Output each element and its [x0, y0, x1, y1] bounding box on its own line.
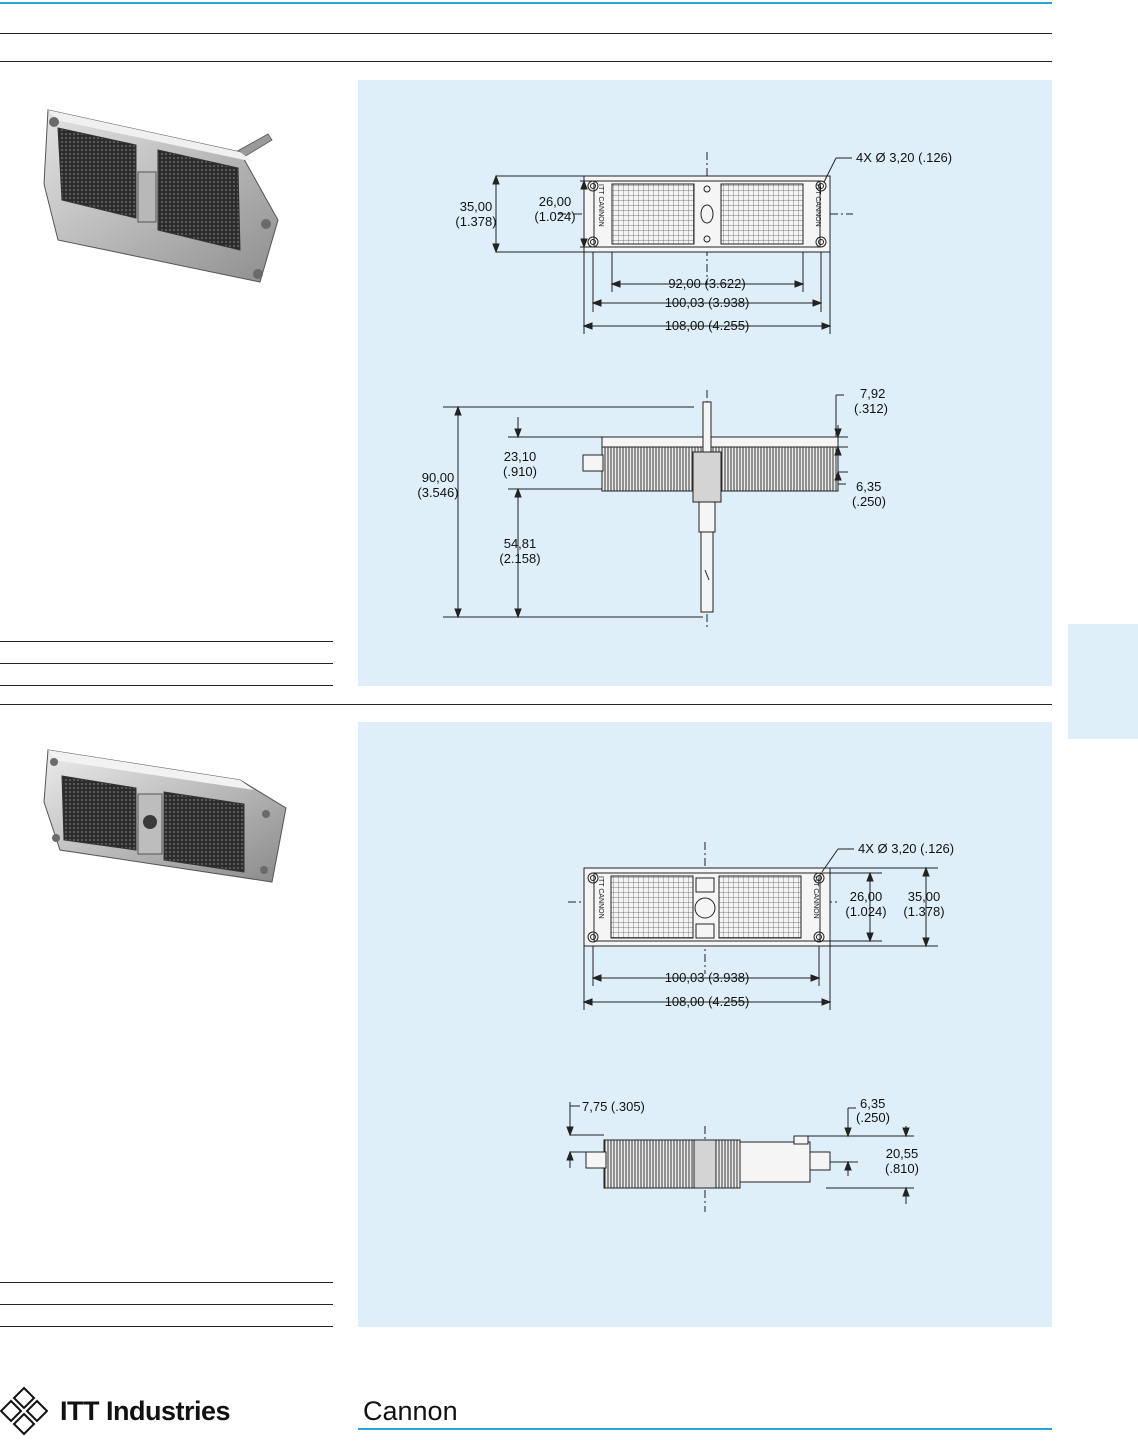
dim-92-label: 92,00 (3.622) [668, 276, 745, 291]
connector-photo-bottom [43, 749, 287, 883]
drawing-top: 4X Ø 3,20 (.126) 35,00 (1.378) 26,00 (1.… [417, 150, 952, 628]
height-in-label-bottom: (1.378) [903, 904, 944, 919]
section-divider [0, 704, 1052, 705]
dim-100-label: 100,03 (3.938) [665, 295, 750, 310]
dim-5481-in-label: (2.158) [499, 551, 540, 566]
left-table-rule-4 [0, 1282, 333, 1283]
inner-height-mm-label: 26,00 [539, 194, 572, 209]
dim-5481-mm-label: 54,81 [504, 536, 537, 551]
dim-108-label-bottom: 108,00 (4.255) [665, 994, 750, 1009]
dim-2055-mm-label: 20,55 [886, 1146, 919, 1161]
height-mm-label: 35,00 [460, 199, 493, 214]
dim-2055-in-label: (.810) [885, 1161, 919, 1176]
drawing-panel-top: 4X Ø 3,20 (.126) 35,00 (1.378) 26,00 (1.… [358, 80, 1052, 686]
dim-635-mm-label: 6,35 [856, 479, 881, 494]
itt-diamond-logo-icon [0, 1386, 48, 1436]
drawing-bottom: 4X Ø 3,20 (.126) 26,00 (1.024) 35,00 (1.… [566, 841, 954, 1212]
brand-name: Cannon [363, 1396, 458, 1426]
dim-775-label: 7,75 (.305) [582, 1099, 645, 1114]
header-rule-2 [0, 61, 1052, 62]
height-mm-label-bottom: 35,00 [908, 889, 941, 904]
dim-792-in-label: (.312) [854, 401, 888, 416]
height-in-label: (1.378) [455, 214, 496, 229]
dim-2310-mm-label: 23,10 [504, 449, 537, 464]
header-rule-1 [0, 33, 1052, 34]
footer-accent-rule [358, 1428, 1052, 1430]
left-table-rule-1 [0, 641, 333, 642]
marking-right-bottom: ITT CANNON [812, 876, 819, 919]
top-accent-rule [0, 2, 1052, 4]
inner-height-in-label-bottom: (1.024) [845, 904, 886, 919]
dim-90-mm-label: 90,00 [422, 470, 455, 485]
section-side-tab [1068, 624, 1138, 739]
left-table-rule-6 [0, 1326, 333, 1327]
dim-635-in-label: (.250) [852, 494, 886, 509]
dim-100-label-bottom: 100,03 (3.938) [665, 970, 750, 985]
inner-height-mm-label-bottom: 26,00 [850, 889, 883, 904]
marking-left: ITT CANNON [597, 184, 604, 227]
hole-callout-label: 4X Ø 3,20 (.126) [856, 150, 952, 165]
marking-right: ITT CANNON [814, 184, 821, 227]
dim-635-mm-label-bottom: 6,35 [860, 1096, 885, 1111]
left-table-rule-5 [0, 1304, 333, 1305]
connector-photo-top [43, 109, 279, 283]
left-table-rule-3 [0, 685, 333, 686]
dim-2310-in-label: (.910) [503, 464, 537, 479]
inner-height-in-label: (1.024) [534, 209, 575, 224]
dim-635-in-label-bottom: (.250) [856, 1110, 890, 1125]
hole-callout-label-bottom: 4X Ø 3,20 (.126) [858, 841, 954, 856]
dim-792-mm-label: 7,92 [860, 386, 885, 401]
left-table-rule-2 [0, 663, 333, 664]
dim-90-in-label: (3.546) [417, 485, 458, 500]
dim-108-label: 108,00 (4.255) [665, 318, 750, 333]
marking-left-bottom: ITT CANNON [597, 876, 604, 919]
drawing-panel-bottom: 4X Ø 3,20 (.126) 26,00 (1.024) 35,00 (1.… [358, 722, 1052, 1327]
company-name: ITT Industries [60, 1396, 231, 1426]
